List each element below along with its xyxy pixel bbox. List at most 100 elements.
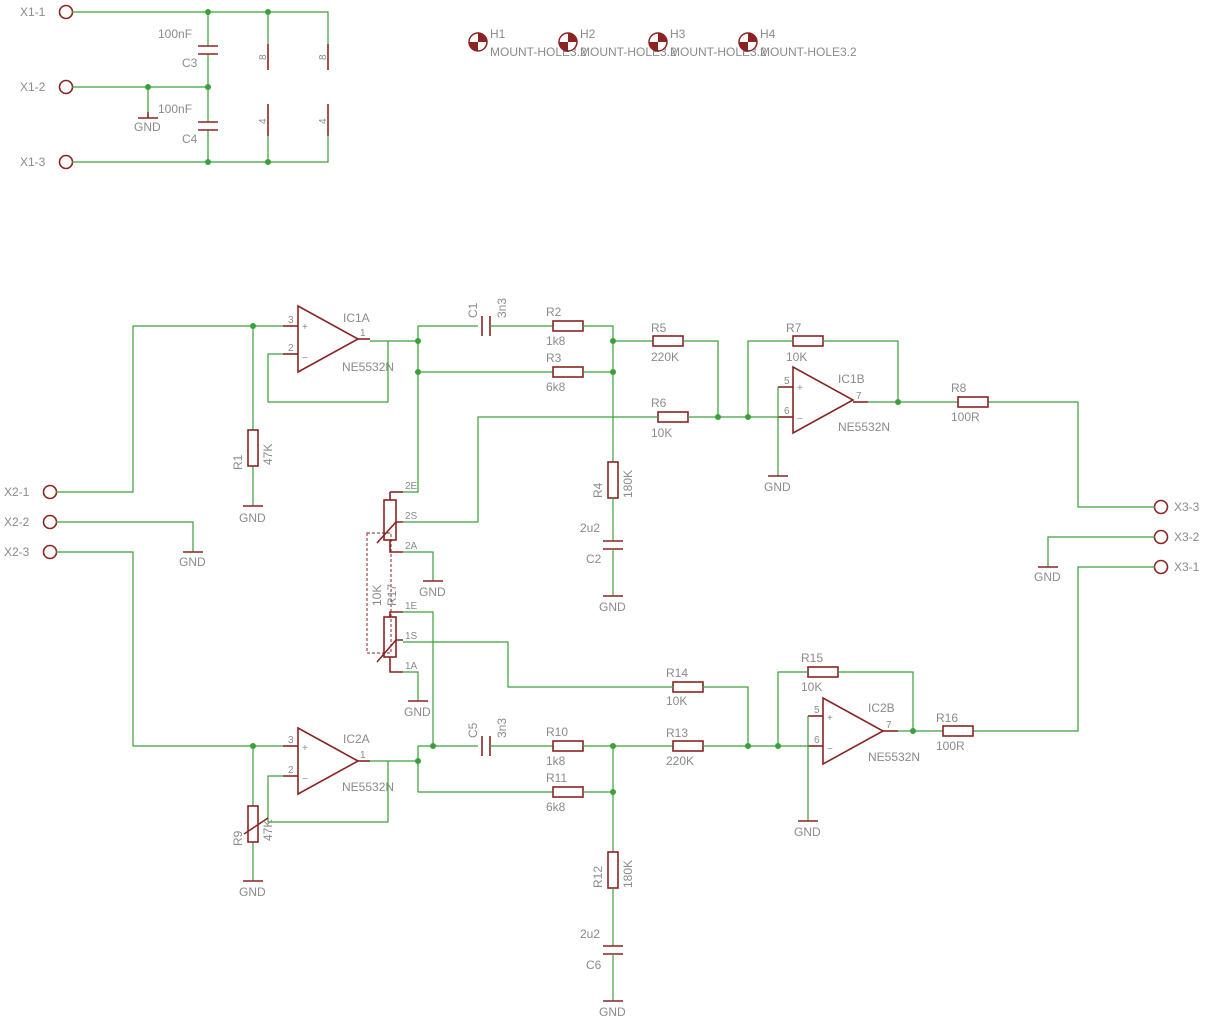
connector-x3-3[interactable] bbox=[1153, 499, 1169, 515]
resistor-r3[interactable] bbox=[552, 366, 584, 378]
resistor-r2[interactable] bbox=[552, 320, 584, 332]
r15-name: R15 bbox=[801, 651, 823, 665]
pin-8-label: 8 bbox=[258, 54, 269, 60]
pin-number: 1 bbox=[360, 328, 366, 339]
pin bbox=[389, 611, 403, 617]
connector-x2-3[interactable] bbox=[42, 544, 58, 560]
resistor-r9[interactable] bbox=[247, 805, 259, 843]
r14-value: 10K bbox=[666, 694, 687, 708]
r10-value: 1k8 bbox=[546, 754, 566, 768]
resistor-r11[interactable] bbox=[552, 786, 584, 798]
junction bbox=[610, 369, 616, 375]
wire bbox=[267, 341, 389, 403]
pin-8-label: 8 bbox=[318, 54, 329, 60]
junction bbox=[250, 743, 256, 749]
junction bbox=[415, 338, 421, 344]
label-x3-3: X3-3 bbox=[1174, 500, 1200, 514]
resistor-r6[interactable] bbox=[657, 411, 689, 423]
pin-number: 3 bbox=[288, 315, 294, 326]
r6-name: R6 bbox=[651, 396, 667, 410]
mount-hole-icon bbox=[478, 33, 487, 42]
opamp-ic1a[interactable] bbox=[297, 304, 360, 374]
pin-number: 7 bbox=[856, 391, 862, 402]
wire bbox=[703, 686, 749, 746]
c4-value: 100nF bbox=[158, 102, 192, 116]
wire bbox=[973, 566, 1155, 732]
r11-name: R11 bbox=[546, 771, 567, 785]
label-x1-3: X1-3 bbox=[20, 155, 46, 169]
pot-pin-label: 1A bbox=[405, 661, 418, 672]
junction bbox=[910, 728, 916, 734]
r9-value: 47K bbox=[261, 820, 275, 841]
connector-x1-3[interactable] bbox=[58, 154, 74, 170]
connector-x2-1[interactable] bbox=[42, 484, 58, 500]
r13-name: R13 bbox=[666, 726, 688, 740]
label-x3-2: X3-2 bbox=[1174, 530, 1200, 544]
r3-value: 6k8 bbox=[546, 380, 566, 394]
pin-number: 2 bbox=[288, 343, 294, 354]
pot-gang-outline bbox=[366, 532, 392, 654]
opamp-ic2a[interactable] bbox=[297, 726, 360, 796]
connector-x1-2[interactable] bbox=[58, 79, 74, 95]
wire bbox=[72, 11, 329, 44]
mount-hole-icon bbox=[559, 42, 568, 51]
junction bbox=[205, 9, 211, 15]
wire bbox=[838, 671, 914, 731]
opamp-plus: + bbox=[302, 743, 308, 754]
potentiometer-r17[interactable]: 2E 2S 2A 1E 1S 1A 10K R17 GND GND bbox=[366, 481, 446, 719]
hole-value: MOUNT-HOLE3.2 bbox=[760, 45, 857, 59]
connector-x2-2[interactable] bbox=[42, 514, 58, 530]
wire bbox=[823, 340, 899, 402]
wire bbox=[403, 671, 419, 701]
resistor-r10[interactable] bbox=[552, 740, 584, 752]
opamp-ic2b[interactable] bbox=[822, 696, 885, 766]
r17-value: 10K bbox=[370, 585, 384, 606]
resistor-r15[interactable] bbox=[807, 666, 839, 678]
c3-name: C3 bbox=[182, 56, 198, 70]
resistor-r12[interactable] bbox=[607, 851, 619, 889]
connector-x3-1[interactable] bbox=[1153, 559, 1169, 575]
r16-name: R16 bbox=[936, 711, 958, 725]
wire bbox=[403, 416, 658, 523]
pin-number: 1 bbox=[360, 750, 366, 761]
gnd-label: GND bbox=[794, 825, 821, 839]
gnd-label: GND bbox=[239, 511, 266, 525]
c2-value: 2u2 bbox=[580, 521, 600, 535]
resistor-r8[interactable] bbox=[957, 396, 989, 408]
mount-hole-icon bbox=[739, 42, 748, 51]
resistor-r7[interactable] bbox=[792, 335, 824, 347]
connector-x1-1[interactable] bbox=[58, 4, 74, 20]
wire bbox=[417, 325, 478, 341]
r1-name: R1 bbox=[231, 454, 245, 470]
mount-hole-h4[interactable]: H4 MOUNT-HOLE3.2 bbox=[738, 27, 857, 59]
connector-x3-2[interactable] bbox=[1153, 529, 1169, 545]
junction bbox=[430, 743, 436, 749]
wire bbox=[72, 136, 329, 163]
pot-pin-label: 1S bbox=[405, 631, 418, 642]
r2-name: R2 bbox=[546, 305, 562, 319]
resistor-r4[interactable] bbox=[607, 461, 619, 499]
r16-value: 100R bbox=[936, 739, 965, 753]
r14-name: R14 bbox=[666, 666, 688, 680]
wire bbox=[267, 761, 389, 823]
resistor-r14[interactable] bbox=[672, 681, 704, 693]
r15-value: 10K bbox=[801, 680, 822, 694]
opamp-ic1b[interactable] bbox=[792, 365, 855, 435]
r5-name: R5 bbox=[651, 321, 667, 335]
resistor-r16[interactable] bbox=[942, 725, 974, 737]
resistor-r5[interactable] bbox=[652, 335, 684, 347]
gnd-label: GND bbox=[419, 585, 446, 599]
junction bbox=[205, 159, 211, 165]
gnd-label: GND bbox=[1034, 570, 1061, 584]
opamp-minus: − bbox=[827, 744, 833, 755]
resistor-r13[interactable] bbox=[672, 740, 704, 752]
wire bbox=[988, 401, 1155, 508]
resistor-r1[interactable] bbox=[247, 429, 259, 467]
mount-hole-h2[interactable]: H2 MOUNT-HOLE3.2 bbox=[558, 27, 677, 59]
junction bbox=[610, 789, 616, 795]
gnd-label: GND bbox=[179, 555, 206, 569]
r5-value: 220K bbox=[651, 350, 679, 364]
power-section: X1-1 X1-2 X1-3 GND 100nF C3 100nF C4 8 8… bbox=[20, 4, 329, 170]
c5-name: C5 bbox=[466, 722, 480, 738]
